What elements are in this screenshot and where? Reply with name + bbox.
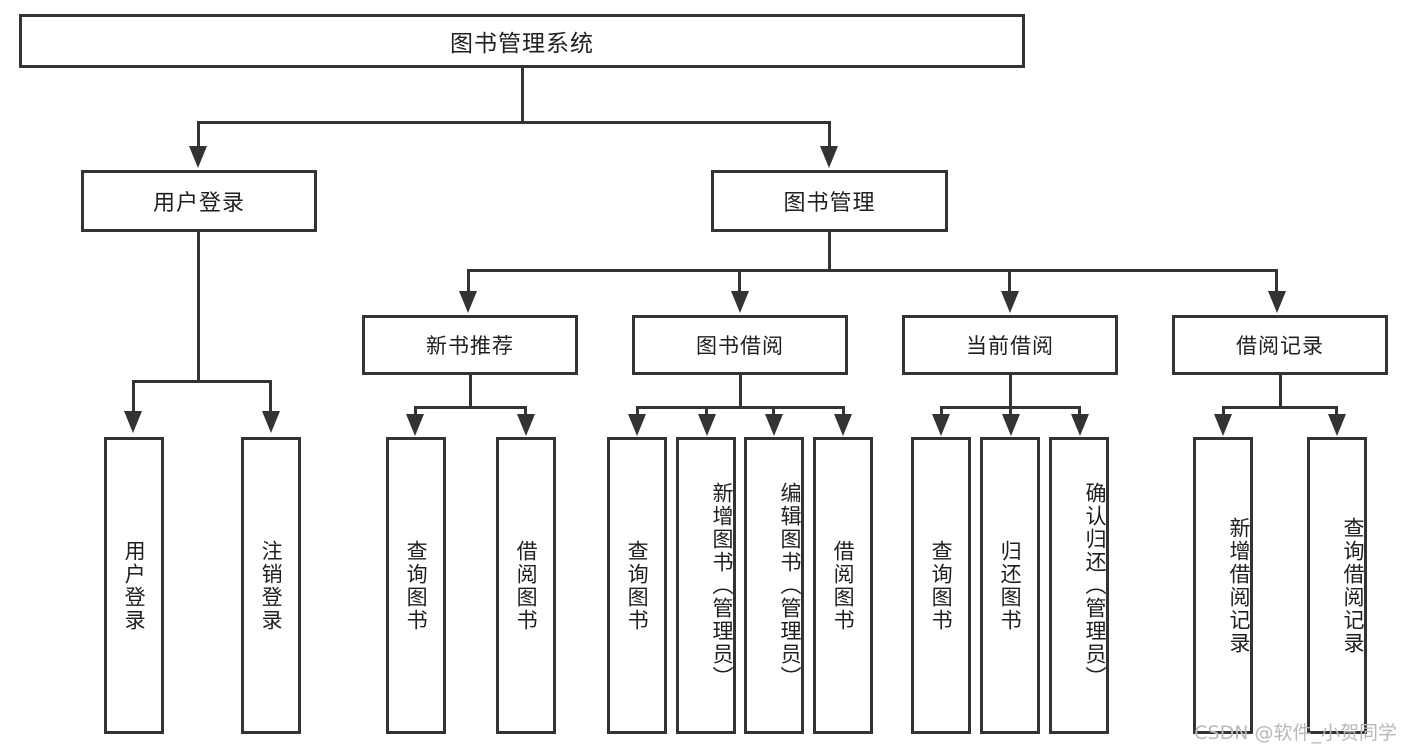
arrowhead-to-user-login <box>189 146 207 168</box>
arrowhead-borrow-records-leaf-2 <box>1328 414 1346 436</box>
connector-borrow-records-drop-1 <box>1222 406 1225 416</box>
connector-book-manage-stem <box>828 232 831 271</box>
leaf-borrow-records-query-record[interactable]: 查询借阅记录 <box>1307 437 1367 734</box>
node-book-borrow[interactable]: 图书借阅 <box>632 315 848 375</box>
csdn-watermark: CSDN @软件_小贺同学 <box>1194 722 1397 744</box>
leaf-new-book-query-book[interactable]: 查询图书 <box>386 437 446 734</box>
arrowhead-current-borrow-leaf-2 <box>1002 414 1020 436</box>
arrowhead-user-login-leaf-2 <box>262 411 280 433</box>
leaf-user-login-login[interactable]: 用户登录 <box>104 437 164 734</box>
leaf-borrow-records-add-record[interactable]: 新增借阅记录 <box>1193 437 1253 734</box>
connector-book-borrow-drop-2 <box>705 406 708 416</box>
connector-current-borrow-drop-1 <box>940 406 943 416</box>
arrowhead-to-current-borrow <box>1001 291 1019 313</box>
arrowhead-current-borrow-leaf-1 <box>932 414 950 436</box>
connector-user-login-drop-2 <box>269 380 272 413</box>
connector-user-login-stem <box>197 232 200 382</box>
connector-lvl3-drop-4 <box>1275 269 1278 293</box>
leaf-current-borrow-confirm-return-admin[interactable]: 确认归还（管理员） <box>1049 437 1109 734</box>
leaf-current-borrow-return-book[interactable]: 归还图书 <box>980 437 1040 734</box>
leaf-book-borrow-edit-book-admin[interactable]: 编辑图书（管理员） <box>744 437 804 734</box>
arrowhead-to-new-book-recommend <box>459 291 477 313</box>
arrowhead-book-borrow-leaf-4 <box>834 414 852 436</box>
connector-book-borrow-drop-4 <box>842 406 845 416</box>
connector-lvl3-drop-2 <box>738 269 741 293</box>
arrowhead-book-borrow-leaf-3 <box>765 414 783 436</box>
connector-new-book-bus <box>414 406 527 409</box>
connector-book-borrow-stem <box>739 375 742 408</box>
leaf-book-borrow-borrow-book[interactable]: 借阅图书 <box>813 437 873 734</box>
leaf-book-borrow-add-book-admin[interactable]: 新增图书（管理员） <box>676 437 736 734</box>
arrowhead-book-borrow-leaf-2 <box>698 414 716 436</box>
leaf-user-login-logout[interactable]: 注销登录 <box>241 437 301 734</box>
node-root-system[interactable]: 图书管理系统 <box>19 14 1025 68</box>
arrowhead-new-book-leaf-1 <box>406 414 424 436</box>
connector-book-borrow-bus <box>636 406 845 409</box>
arrowhead-current-borrow-leaf-3 <box>1071 414 1089 436</box>
connector-current-borrow-drop-3 <box>1078 406 1081 416</box>
leaf-new-book-borrow-book[interactable]: 借阅图书 <box>496 437 556 734</box>
connector-borrow-records-drop-2 <box>1335 406 1338 416</box>
arrowhead-book-borrow-leaf-1 <box>628 414 646 436</box>
connector-root-stem <box>521 68 524 123</box>
connector-lvl3-drop-3 <box>1008 269 1011 293</box>
arrowhead-to-book-borrow <box>731 291 749 313</box>
arrowhead-user-login-leaf-1 <box>124 411 142 433</box>
node-book-management[interactable]: 图书管理 <box>711 170 948 232</box>
connector-user-login-bus <box>132 380 272 383</box>
connector-root-drop-left <box>197 121 200 148</box>
node-user-login[interactable]: 用户登录 <box>81 170 317 232</box>
arrowhead-borrow-records-leaf-1 <box>1214 414 1232 436</box>
connector-new-book-drop-2 <box>524 406 527 416</box>
connector-root-bus <box>197 121 831 124</box>
connector-lvl3-drop-1 <box>467 269 470 293</box>
arrowhead-to-book-manage <box>820 146 838 168</box>
connector-book-borrow-drop-1 <box>636 406 639 416</box>
node-current-borrow[interactable]: 当前借阅 <box>902 315 1118 375</box>
connector-new-book-stem <box>469 375 472 408</box>
connector-book-manage-bus <box>467 269 1278 272</box>
connector-borrow-records-bus <box>1222 406 1338 409</box>
connector-root-drop-right <box>828 121 831 148</box>
leaf-book-borrow-query-book[interactable]: 查询图书 <box>607 437 667 734</box>
arrowhead-new-book-leaf-2 <box>517 414 535 436</box>
connector-borrow-records-stem <box>1279 375 1282 408</box>
arrowhead-to-borrow-records <box>1268 291 1286 313</box>
connector-current-borrow-stem <box>1009 375 1012 408</box>
connector-user-login-drop-1 <box>132 380 135 413</box>
leaf-current-borrow-query-book[interactable]: 查询图书 <box>911 437 971 734</box>
connector-book-borrow-drop-3 <box>772 406 775 416</box>
connector-new-book-drop-1 <box>414 406 417 416</box>
node-new-book-recommend[interactable]: 新书推荐 <box>362 315 578 375</box>
node-borrow-records[interactable]: 借阅记录 <box>1172 315 1388 375</box>
connector-current-borrow-drop-2 <box>1009 406 1012 416</box>
